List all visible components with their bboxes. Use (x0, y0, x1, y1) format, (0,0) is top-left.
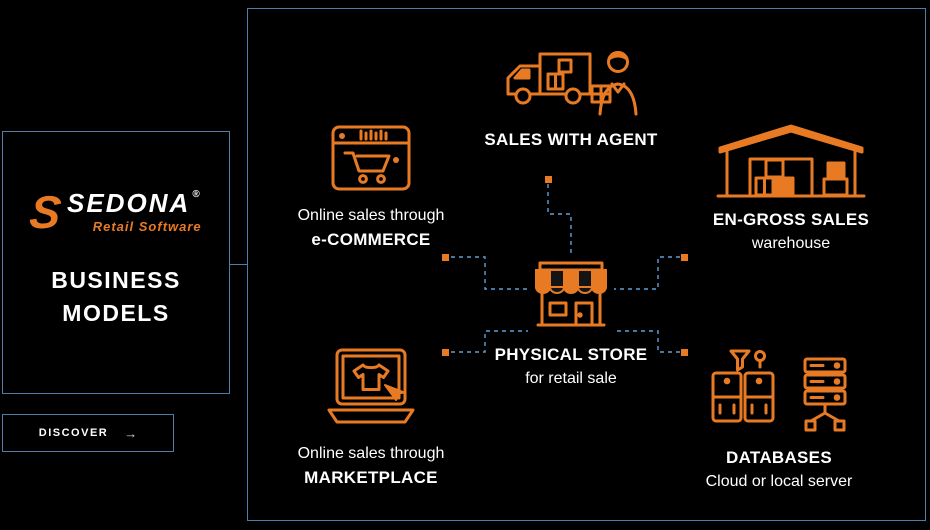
agent-label-text: SALES WITH AGENT (484, 130, 658, 149)
arrow-right-icon: → (124, 425, 138, 441)
sedona-name-text: SEDONA (67, 188, 191, 218)
marketplace-label: Online sales through MARKETPLACE (298, 442, 445, 490)
sedona-logo-text: SEDONA® Retail Software (67, 188, 202, 235)
ecommerce-label-line1: Online sales through (297, 207, 445, 224)
discover-button[interactable]: DISCOVER → (2, 414, 174, 452)
storefront-icon (534, 261, 608, 327)
sedona-logo-name: SEDONA® (67, 188, 202, 218)
databases-label-line2: Cloud or local server (705, 473, 853, 490)
panel-connector-line (230, 264, 247, 265)
node-square-left-mid (442, 254, 449, 261)
panel-title-line1: BUSINESS (51, 267, 181, 293)
brand-panel: S SEDONA® Retail Software BUSINESS MODEL… (2, 131, 230, 394)
agent-label: SALES WITH AGENT (484, 128, 657, 152)
node-sales-with-agent: SALES WITH AGENT (461, 34, 681, 152)
node-physical-store: PHYSICAL STORE for retail sale (471, 257, 671, 391)
browser-cart-icon (331, 125, 411, 191)
node-ecommerce: Online sales through e-COMMERCE (261, 115, 481, 252)
store-label: PHYSICAL STORE for retail sale (495, 343, 648, 391)
store-label-line1: PHYSICAL STORE (494, 345, 648, 364)
databases-label: DATABASES Cloud or local server (706, 446, 853, 494)
marketplace-label-line2: MARKETPLACE (304, 468, 438, 487)
registered-mark: ® (192, 189, 202, 200)
engross-label-line2: warehouse (751, 235, 831, 252)
connector-agent-to-store (547, 184, 572, 255)
node-square-top (545, 176, 552, 183)
ecommerce-label: Online sales through e-COMMERCE (298, 204, 445, 252)
node-databases: DATABASES Cloud or local server (669, 345, 889, 494)
panel-title-line2: MODELS (62, 300, 170, 326)
warehouse-icon (716, 124, 866, 198)
databases-label-line1: DATABASES (726, 448, 832, 467)
sedona-tagline: Retail Software (92, 219, 202, 234)
panel-title: BUSINESS MODELS (51, 264, 181, 330)
ecommerce-label-line2: e-COMMERCE (311, 230, 431, 249)
sedona-logo: S SEDONA® Retail Software (27, 186, 202, 238)
engross-label-line1: EN-GROSS SALES (712, 210, 870, 229)
node-marketplace: Online sales through MARKETPLACE (261, 347, 481, 490)
databases-servers-icon (711, 349, 847, 432)
diagram-panel: SALES WITH AGENT Online sales through (247, 8, 926, 521)
engross-label: EN-GROSS SALES warehouse (713, 208, 869, 256)
store-label-line2: for retail sale (525, 370, 617, 387)
node-engross-warehouse: EN-GROSS SALES warehouse (681, 121, 901, 256)
discover-button-label: DISCOVER (38, 427, 109, 439)
sedona-s-icon: S (27, 186, 64, 238)
laptop-tshirt-icon (327, 348, 415, 424)
marketplace-label-line1: Online sales through (297, 445, 445, 462)
delivery-van-agent-icon (506, 51, 638, 116)
